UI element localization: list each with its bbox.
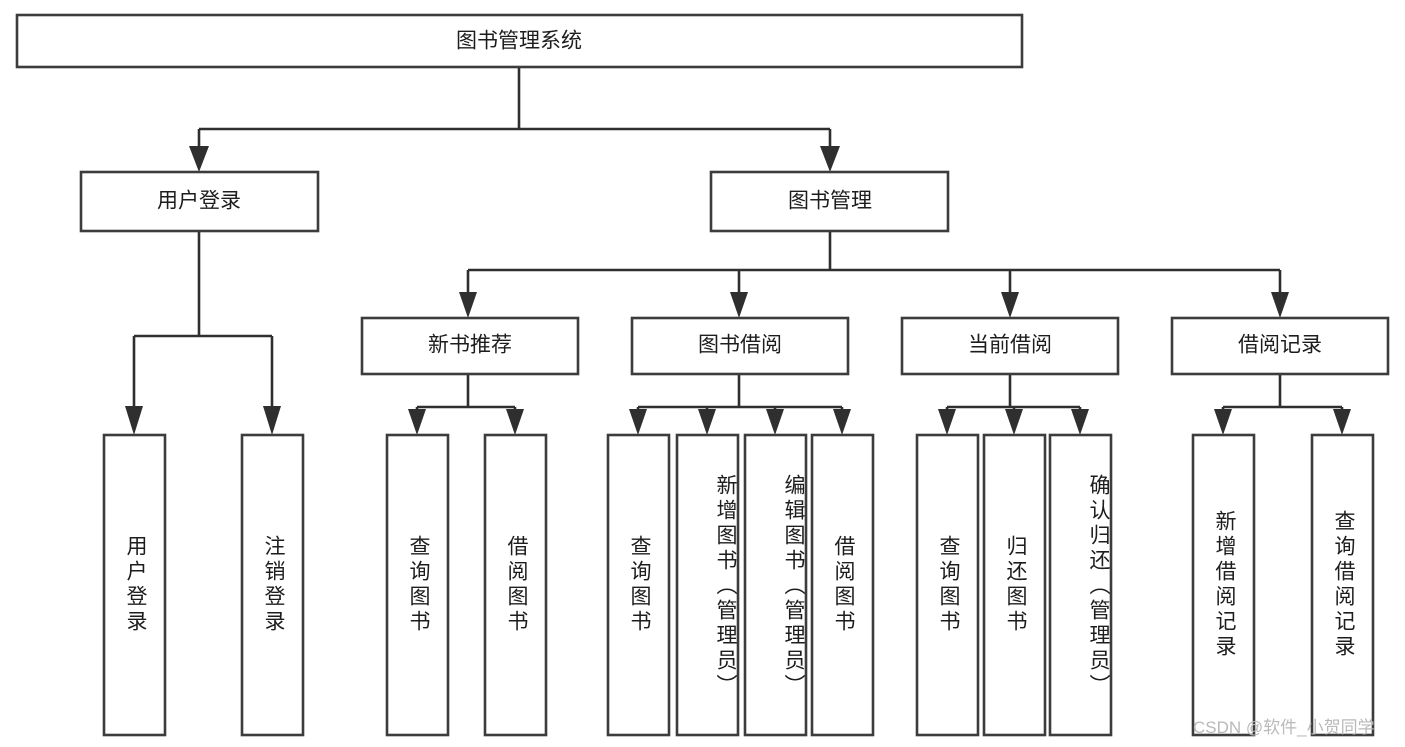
node-leaf-add-record-box[interactable]: [1191, 433, 1256, 737]
node-root-label: 图书管理系统: [456, 30, 582, 53]
node-book-borrow-label: 图书借阅: [698, 334, 782, 357]
node-leaf-return-book-box[interactable]: [982, 433, 1047, 737]
arrow-to-leaf-edit-book: [766, 409, 784, 435]
arrow-to-leaf-add-record: [1214, 409, 1232, 435]
arrow-to-leaf-user-login: [125, 406, 143, 435]
node-book-manage[interactable]: 图书管理: [709, 170, 950, 233]
node-user-login[interactable]: 用户登录: [79, 170, 320, 233]
node-book-borrow[interactable]: 图书借阅: [630, 316, 850, 376]
arrow-to-leaf-logout-login: [263, 406, 281, 435]
node-leaf-user-login-box[interactable]: [102, 433, 167, 737]
node-user-login-box[interactable]: [79, 170, 320, 233]
arrow-to-user-login: [189, 146, 209, 172]
arrow-to-borrow-record: [1271, 292, 1289, 318]
arrow-to-leaf-confirm-return: [1071, 409, 1089, 435]
connector-group-current-borrow-to-leaves: [938, 374, 1089, 435]
node-current-borrow-box[interactable]: [900, 316, 1120, 376]
watermark-label: CSDN @软件_小贺同学: [1193, 718, 1375, 737]
connector-group-book-borrow-to-leaves: [629, 374, 851, 435]
node-leaf-query-book-3-box[interactable]: [915, 433, 980, 737]
node-new-book-rec[interactable]: 新书推荐: [360, 316, 580, 376]
node-user-login-label: 用户登录: [157, 190, 241, 213]
arrow-to-leaf-query-record: [1333, 409, 1351, 435]
arrow-to-leaf-borrow-book-2: [833, 409, 851, 435]
node-leaf-confirm-return-box[interactable]: [1048, 433, 1113, 737]
connector-group-new-book-rec-to-leaves: [408, 374, 524, 435]
node-root-box[interactable]: [15, 13, 1024, 69]
node-borrow-record-label: 借阅记录: [1238, 334, 1322, 357]
arrow-to-leaf-return-book: [1005, 409, 1023, 435]
arrow-to-leaf-query-book-1: [408, 409, 426, 435]
arrow-to-leaf-borrow-book-1: [506, 409, 524, 435]
node-leaf-query-record-box[interactable]: [1310, 433, 1375, 737]
arrow-to-leaf-query-book-2: [629, 409, 647, 435]
node-leaf-query-book-1-box[interactable]: [385, 433, 450, 737]
node-current-borrow-label: 当前借阅: [968, 334, 1052, 357]
arrow-to-leaf-query-book-3: [938, 409, 956, 435]
node-book-borrow-box[interactable]: [630, 316, 850, 376]
arrow-to-current-borrow: [1001, 292, 1019, 318]
connector-group-borrow-record-to-leaves: [1214, 374, 1351, 435]
arrow-to-new-book-rec: [459, 292, 477, 318]
node-leaf-edit-book-box[interactable]: [743, 433, 808, 737]
node-leaf-borrow-book-2-box[interactable]: [810, 433, 875, 737]
node-book-manage-box[interactable]: [709, 170, 950, 233]
arrow-to-leaf-add-book: [698, 409, 716, 435]
node-leaf-query-book-2-box[interactable]: [606, 433, 671, 737]
connector-group-book-manage-to-level3: [459, 231, 1289, 318]
node-current-borrow[interactable]: 当前借阅: [900, 316, 1120, 376]
node-leaf-add-book-box[interactable]: [675, 433, 740, 737]
node-book-manage-label: 图书管理: [788, 190, 872, 213]
node-leaf-borrow-book-1-box[interactable]: [483, 433, 548, 737]
arrow-to-book-borrow: [730, 292, 748, 318]
node-root[interactable]: 图书管理系统: [15, 13, 1024, 69]
leaf-boxes: [102, 433, 1375, 737]
node-new-book-rec-box[interactable]: [360, 316, 580, 376]
connector-group-user-login-to-leaves: [125, 231, 281, 435]
arrow-to-book-manage: [820, 146, 840, 172]
node-leaf-logout-login-box[interactable]: [240, 433, 305, 737]
connector-group-root-to-level2: [189, 67, 840, 172]
node-borrow-record-box[interactable]: [1170, 316, 1390, 376]
node-borrow-record[interactable]: 借阅记录: [1170, 316, 1390, 376]
node-new-book-rec-label: 新书推荐: [428, 334, 512, 357]
